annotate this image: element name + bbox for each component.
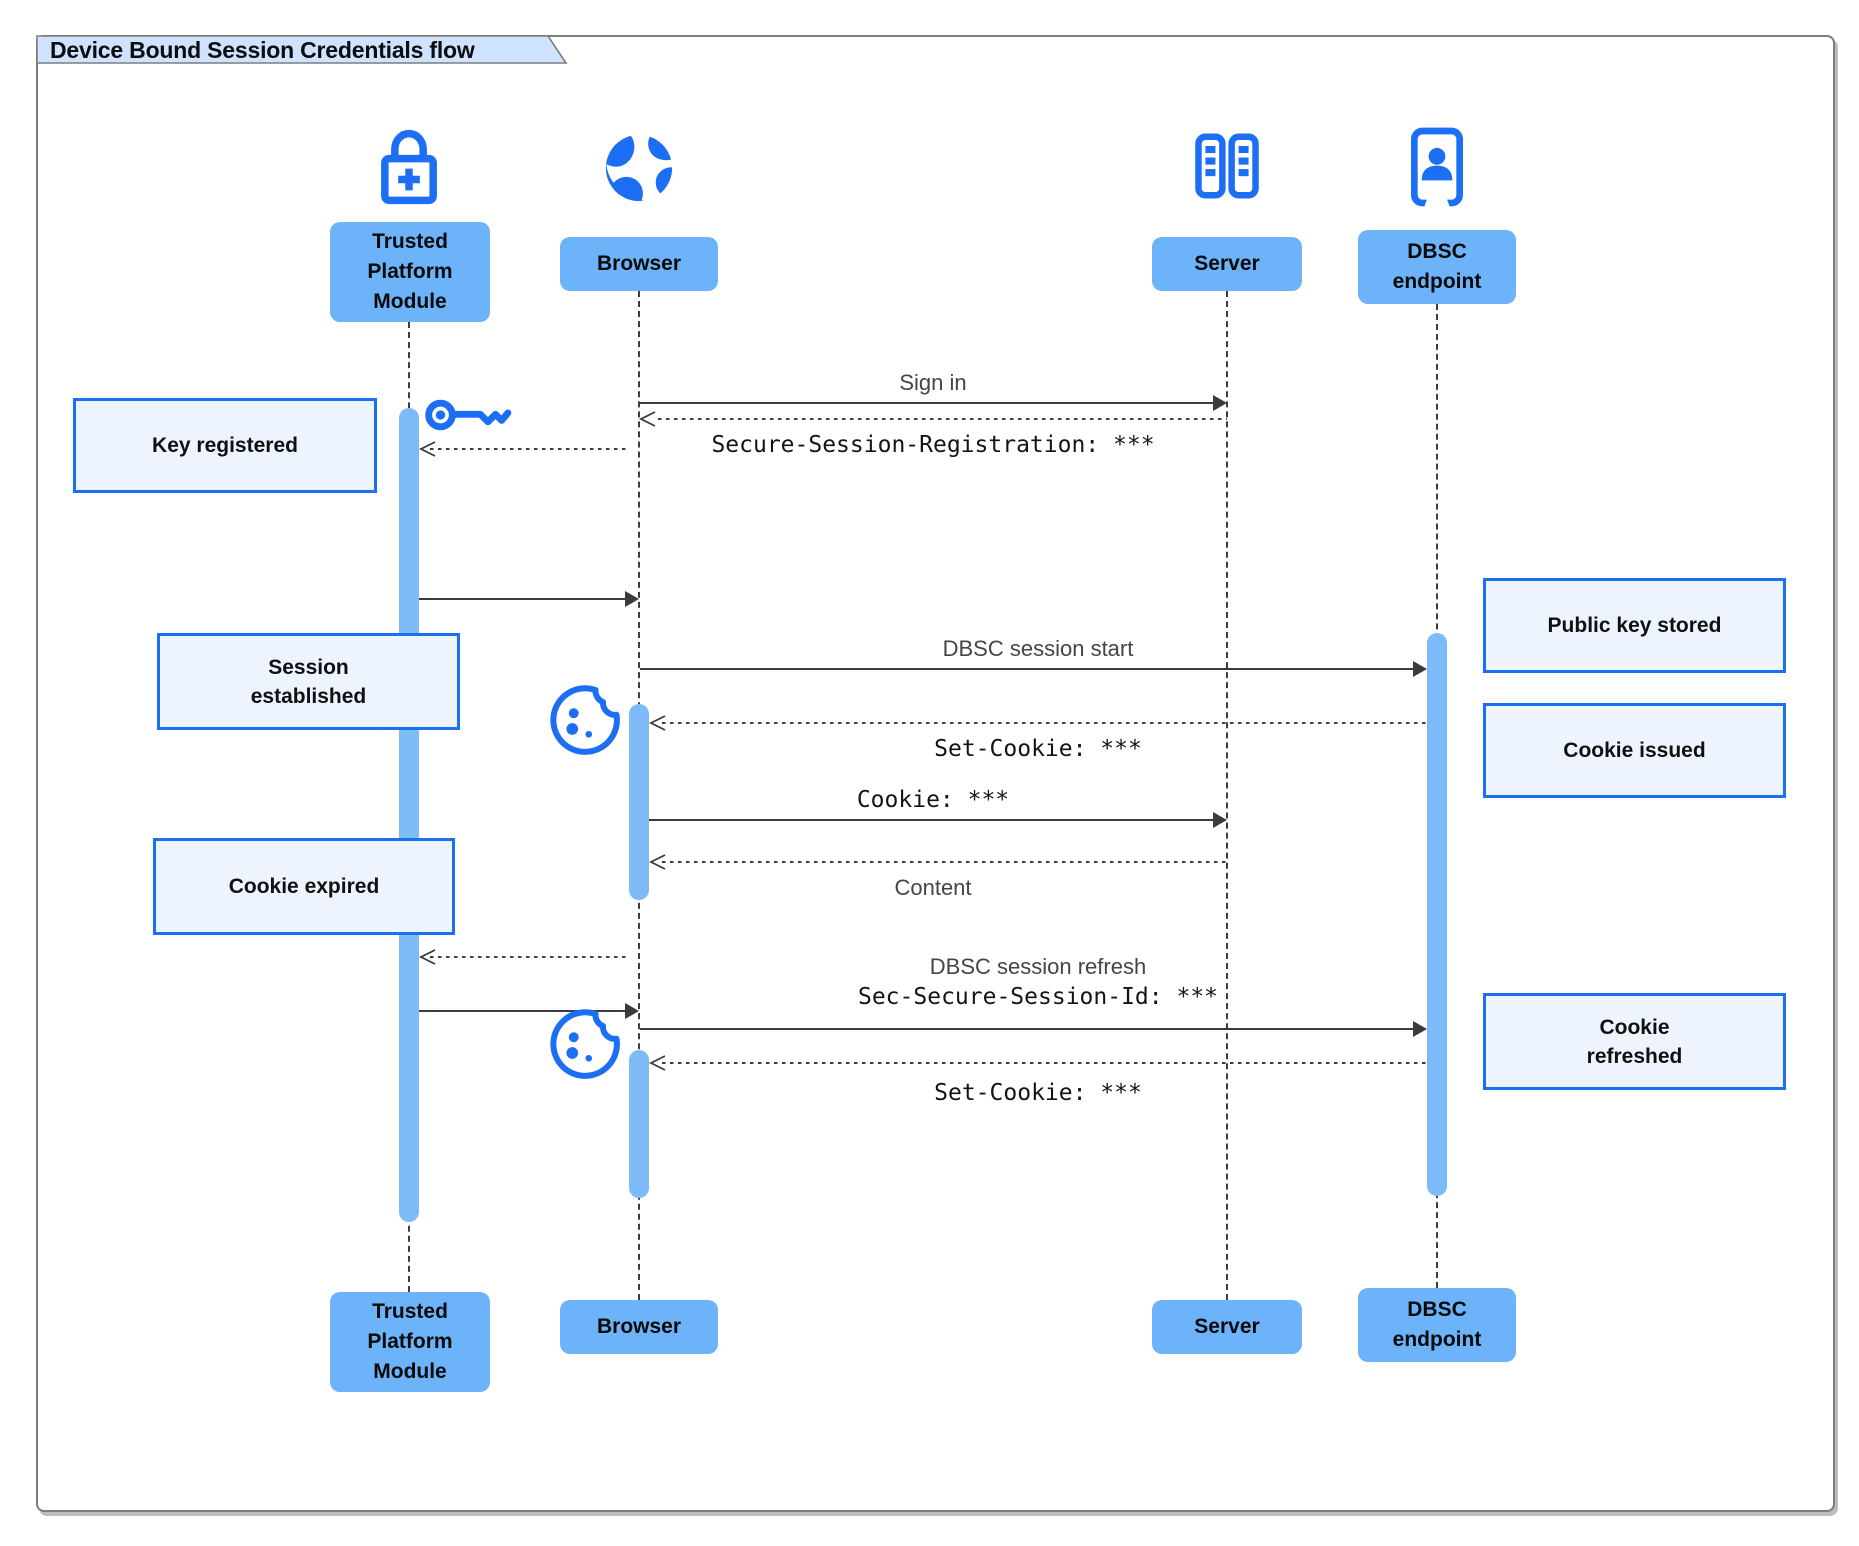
activation-bar-tpm [399, 408, 419, 1222]
message-register-key-line [430, 448, 630, 450]
message-content-label: Content [894, 875, 972, 900]
message-secure-session-registration-line [658, 418, 1227, 420]
message-cookie-line [649, 819, 1214, 821]
actor-label: Server [1194, 1315, 1260, 1338]
actor-tpm-top: Trusted Platform Module [330, 222, 490, 322]
message-set-cookie-line [662, 722, 1427, 724]
key-icon [425, 399, 512, 431]
arrowhead-icon [1413, 661, 1427, 677]
arrowhead-icon [625, 1003, 639, 1019]
note-key-registered: Key registered [73, 398, 377, 493]
note-session-established: Session established [157, 633, 460, 730]
lifeline-server [1226, 291, 1228, 1300]
message-set-cookie-label: Set-Cookie: *** [934, 736, 1142, 762]
cookie-icon [550, 1009, 620, 1079]
lock-plus-icon [381, 129, 437, 205]
open-arrowhead-icon [648, 1055, 666, 1071]
note-text: Key registered [152, 434, 298, 457]
actor-server-top: Server [1152, 237, 1302, 291]
open-arrowhead-icon [648, 854, 666, 870]
message-key-proof-line [419, 1010, 626, 1012]
note-text: Public key stored [1547, 614, 1722, 637]
message-sign-in-label: Sign in [899, 370, 967, 395]
message-dbsc-session-refresh-label: DBSC session refresh [929, 954, 1147, 979]
activation-bar-dbsc [1427, 633, 1447, 1196]
actor-label: DBSC endpoint [1392, 1298, 1482, 1351]
actor-browser-top: Browser [560, 237, 718, 291]
arrowhead-icon [1213, 812, 1227, 828]
diagram-title-tab: Device Bound Session Credentials flow [36, 35, 570, 65]
actor-label: Browser [596, 1315, 682, 1338]
actor-server-bottom: Server [1152, 1300, 1302, 1354]
diagram-title: Device Bound Session Credentials flow [50, 37, 475, 63]
arrowhead-icon [1413, 1021, 1427, 1037]
actor-browser-bottom: Browser [560, 1300, 718, 1354]
note-cookie-refreshed: Cookie refreshed [1483, 993, 1786, 1090]
open-arrowhead-icon [638, 411, 656, 427]
id-booth-icon [1411, 127, 1463, 209]
note-public-key-stored: Public key stored [1483, 578, 1786, 673]
actor-label: Trusted Platform Module [367, 1300, 453, 1383]
activation-bar-browser-2 [629, 1050, 649, 1198]
cookie-icon [550, 685, 620, 755]
actor-label: Browser [596, 252, 682, 275]
open-arrowhead-icon [648, 715, 666, 731]
note-text: Cookie issued [1563, 739, 1706, 762]
message-set-cookie-refresh-line [662, 1062, 1427, 1064]
message-content-line [662, 861, 1227, 863]
arrowhead-icon [1213, 395, 1227, 411]
message-key-ready-line [419, 598, 626, 600]
arrowhead-icon [625, 591, 639, 607]
message-set-cookie-refresh-label: Set-Cookie: *** [934, 1080, 1142, 1106]
message-dbsc-session-start-label: DBSC session start [942, 636, 1134, 661]
message-dbsc-session-start-line [640, 668, 1414, 670]
message-secure-session-registration-label: Secure-Session-Registration: *** [711, 432, 1155, 458]
actor-dbsc-bottom: DBSC endpoint [1358, 1288, 1516, 1362]
message-dbsc-session-refresh-header: Sec-Secure-Session-Id: *** [857, 984, 1219, 1010]
actor-tpm-bottom: Trusted Platform Module [330, 1292, 490, 1392]
title-tab-shape [36, 35, 568, 64]
actor-label: Trusted Platform Module [367, 230, 453, 313]
open-arrowhead-icon [418, 949, 436, 965]
message-dbsc-session-refresh-line [640, 1028, 1414, 1030]
message-sign-in-line [640, 402, 1214, 404]
note-text: Cookie expired [228, 875, 380, 898]
actor-dbsc-top: DBSC endpoint [1358, 230, 1516, 304]
actor-label: Server [1194, 252, 1260, 275]
message-cookie-expired-signal-line [430, 956, 630, 958]
note-text: Cookie refreshed [1586, 1015, 1683, 1068]
note-cookie-expired: Cookie expired [153, 838, 455, 935]
server-rack-icon [1195, 133, 1259, 199]
actor-label: DBSC endpoint [1392, 240, 1482, 293]
activation-bar-browser-1 [629, 704, 649, 900]
message-cookie-label: Cookie: *** [856, 787, 1010, 813]
globe-icon [605, 134, 673, 202]
note-cookie-issued: Cookie issued [1483, 703, 1786, 798]
open-arrowhead-icon [418, 441, 436, 457]
note-text: Session established [250, 655, 367, 708]
